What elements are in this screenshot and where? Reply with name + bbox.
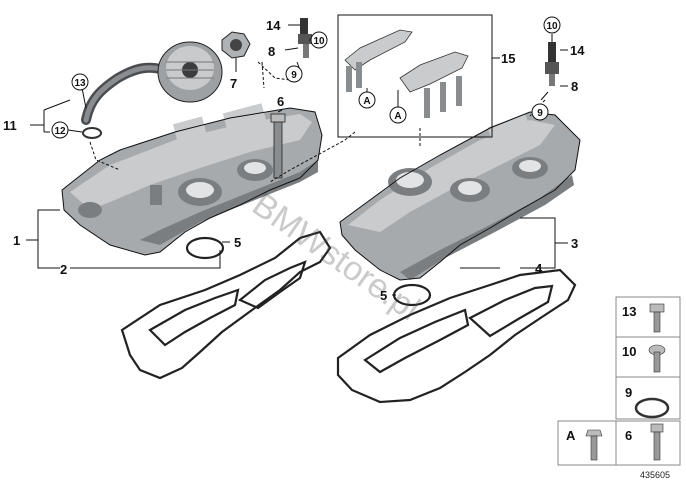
left-sensor: [298, 18, 312, 58]
callout-13: 13: [74, 78, 86, 89]
callout-a-1: A: [363, 96, 370, 107]
callout-11: 11: [3, 118, 17, 133]
callout-4: 4: [535, 261, 543, 276]
legend-label-10: 10: [622, 344, 636, 359]
callout-14-left: 14: [266, 18, 281, 33]
callout-8-left: 8: [268, 44, 275, 59]
callout-10-right: 10: [546, 21, 558, 32]
bolt-a-icon: [585, 429, 603, 461]
callout-10-left: 10: [313, 36, 325, 47]
o-ring-5-left: [185, 236, 225, 260]
callout-a-2: A: [394, 111, 401, 122]
right-gasket: [336, 268, 577, 404]
legend-label-13: 13: [622, 304, 636, 319]
callout-3: 3: [571, 236, 578, 251]
callout-15: 15: [501, 51, 515, 66]
circled-callouts: 13 12 10 9 10 9 A A: [51, 16, 561, 139]
legend-label-a: A: [566, 428, 576, 443]
callout-2: 2: [60, 262, 67, 277]
callout-1: 1: [13, 233, 20, 248]
callout-7: 7: [230, 76, 237, 91]
callout-14-right: 14: [570, 43, 585, 58]
callout-9-right: 9: [537, 108, 543, 119]
callout-8-right: 8: [571, 79, 578, 94]
callout-9-left: 9: [291, 70, 297, 81]
legend-label-6: 6: [625, 428, 632, 443]
oil-filler-cap: [157, 41, 223, 103]
callout-labels: 1 2 3 4 5 5 6 7 8 8 11 14 14 15: [3, 18, 585, 303]
diagram-reference-number: 435605: [640, 470, 670, 480]
right-valve-cover: [339, 111, 581, 281]
bolt-6-icon: [650, 423, 664, 461]
legend-label-9: 9: [625, 385, 632, 400]
o-ring-12: [82, 127, 102, 139]
o-ring-9-icon: [634, 397, 670, 419]
bolt-13-icon: [649, 303, 665, 333]
callout-5-left: 5: [234, 235, 241, 250]
bolt-6-left: [270, 113, 286, 179]
callout-12: 12: [54, 126, 66, 137]
bolt-10-icon: [648, 344, 666, 373]
fastener-legend: 13 10 9 A 6: [557, 296, 681, 466]
right-sensor: [545, 42, 559, 86]
callout-5-right: 5: [380, 288, 387, 303]
breather-hose: [81, 62, 175, 125]
callout-6: 6: [277, 94, 284, 109]
cap-nut-part: [221, 31, 251, 59]
left-gasket: [120, 230, 332, 380]
oil-separator-box: [337, 14, 493, 138]
leader-lines: [26, 24, 568, 296]
left-valve-cover: [61, 103, 323, 256]
